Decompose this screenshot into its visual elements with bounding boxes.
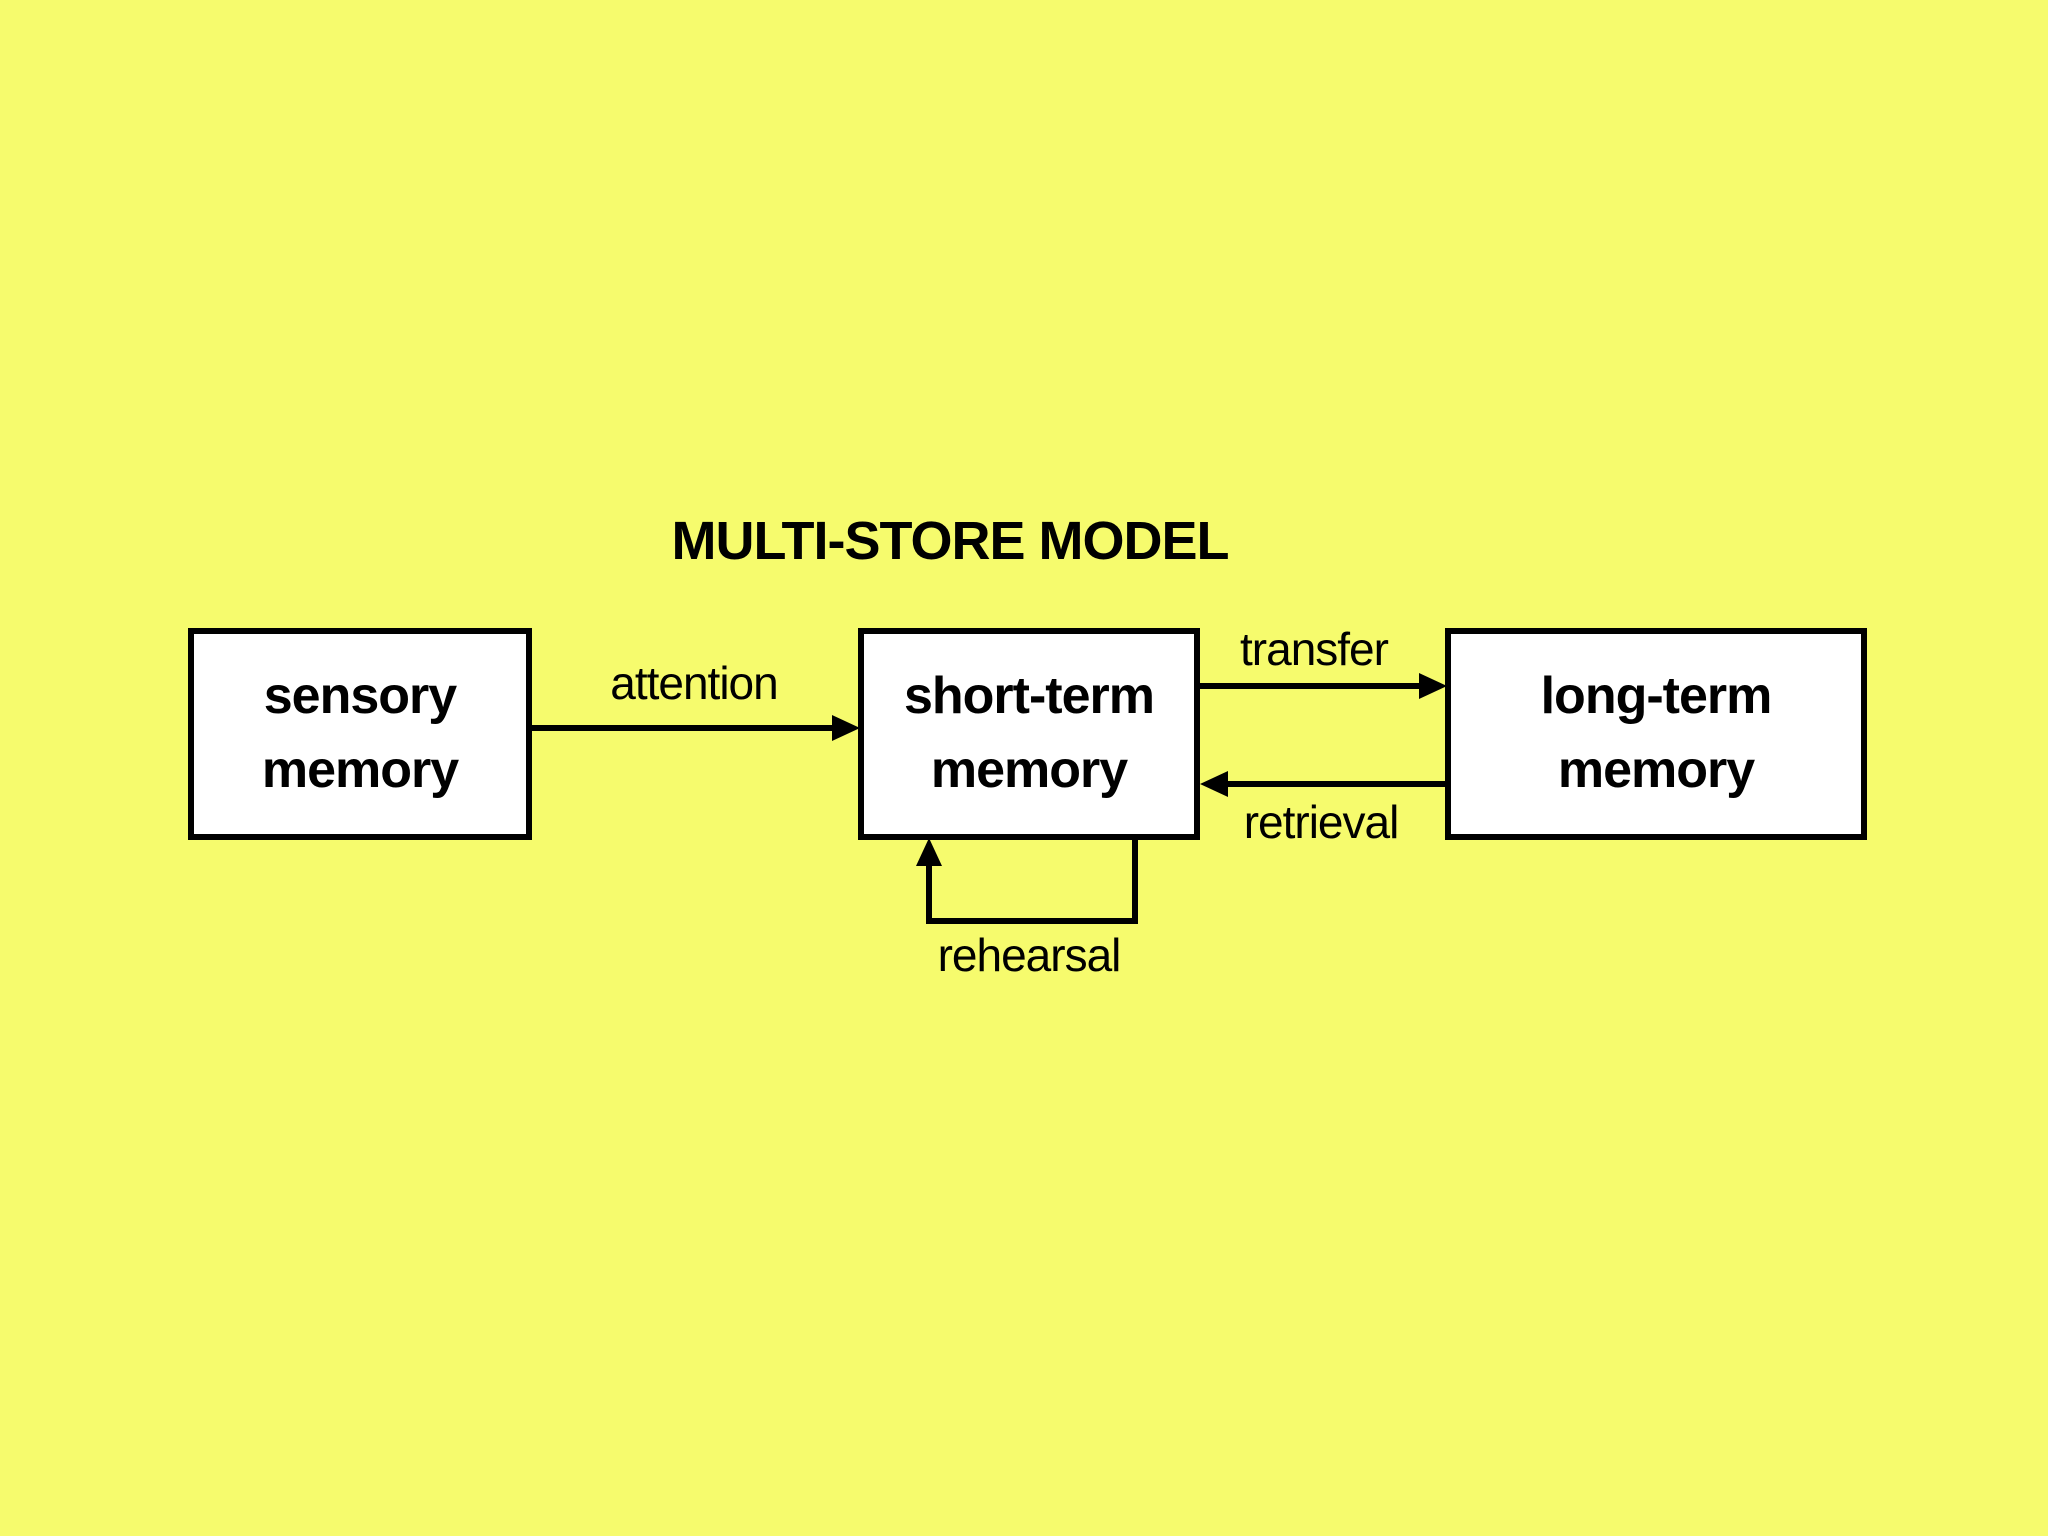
node-short-term-memory-label: short-term memory: [903, 667, 1155, 799]
node-long-term-memory-label: long-term memory: [1540, 667, 1773, 799]
edge-label-rehearsal: rehearsal: [937, 929, 1122, 981]
node-long-term-memory: long-term memory: [1445, 628, 1867, 840]
diagram-title: MULTI-STORE MODEL: [671, 511, 1230, 571]
node-sensory-memory: sensory memory: [188, 628, 532, 840]
edge-label-retrieval: retrieval: [1243, 796, 1400, 848]
edge-label-attention: attention: [610, 657, 778, 709]
node-sensory-memory-label: sensory memory: [261, 667, 459, 799]
attention-arrow: [532, 715, 860, 741]
retrieval-arrow: [1200, 771, 1445, 797]
rehearsal-loop-arrow: [916, 838, 1138, 924]
transfer-arrow: [1200, 673, 1447, 699]
node-short-term-memory: short-term memory: [858, 628, 1200, 840]
edge-label-transfer: transfer: [1240, 623, 1389, 675]
